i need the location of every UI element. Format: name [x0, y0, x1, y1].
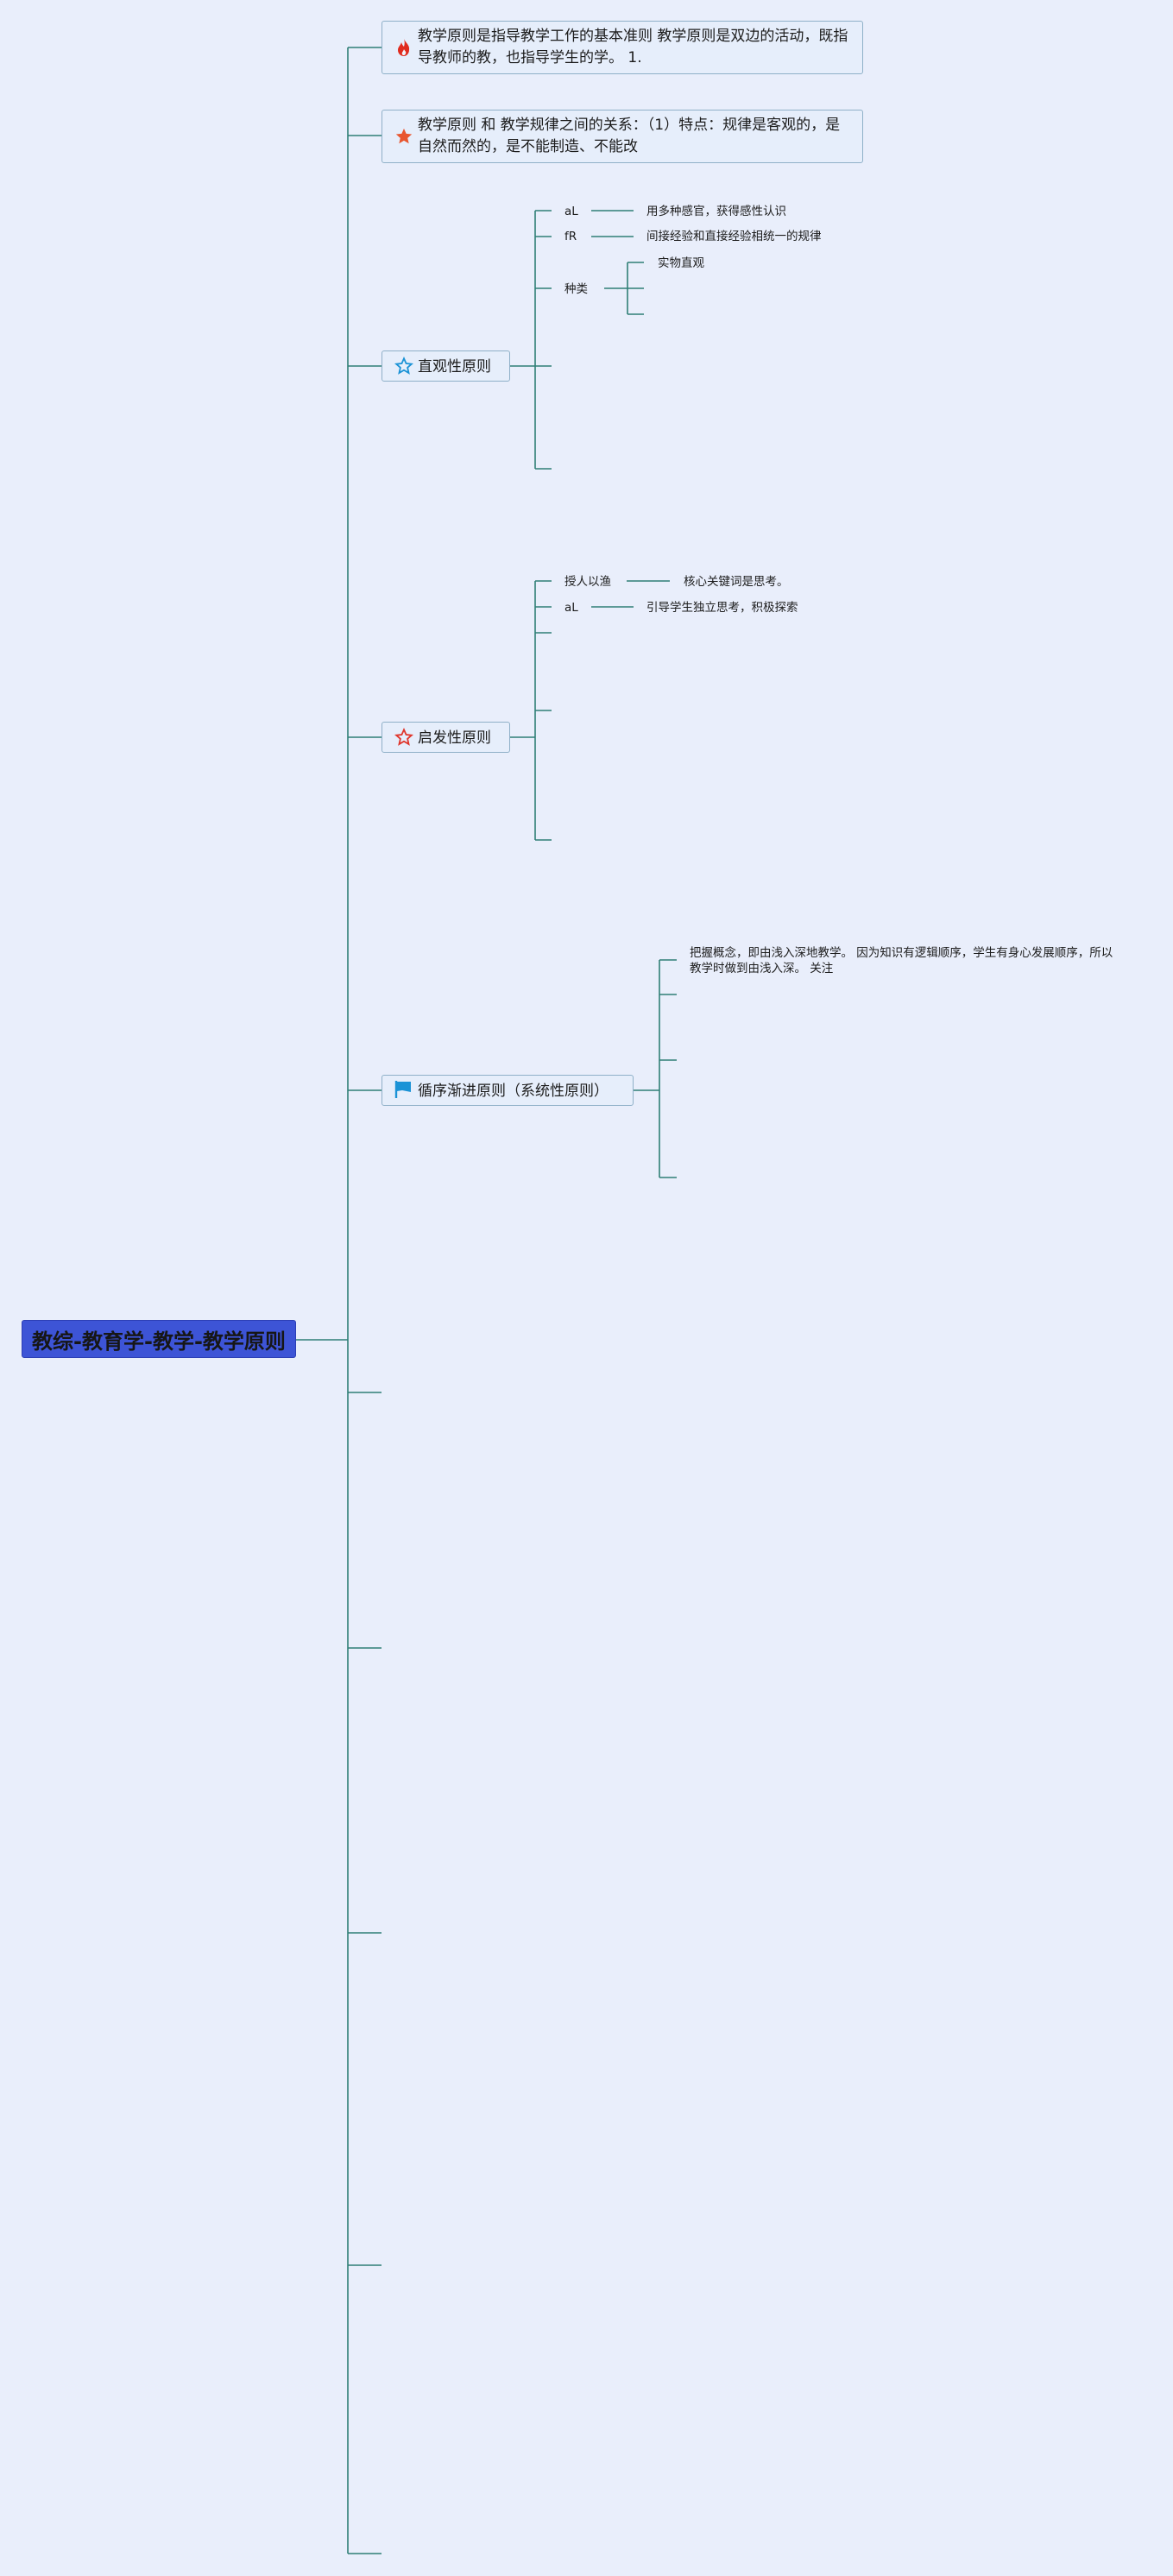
star-outline-icon — [394, 728, 413, 747]
root-topic-label: 教综-教育学-教学-教学原则 — [32, 1329, 286, 1354]
intuitive-child-1-label: aL — [564, 205, 578, 218]
star-outline-icon — [394, 357, 413, 376]
heuristic-child-1-detail: 核心关键词是思考。 — [684, 575, 789, 589]
topic-principle-definition[interactable]: 教学原则是指导教学工作的基本准则 教学原则是双边的活动，既指导教师的教，也指导学… — [382, 21, 863, 74]
topic-principle-definition-label: 教学原则是指导教学工作的基本准则 教学原则是双边的活动，既指导教师的教，也指导学… — [418, 28, 848, 66]
topic-heuristic-principle-label: 启发性原则 — [418, 729, 491, 747]
star-solid-icon — [394, 127, 413, 146]
heuristic-child-1-label: 授人以渔 — [564, 575, 611, 589]
intuitive-child-3-label: 种类 — [564, 282, 588, 296]
topic-intuitive-principle-label: 直观性原则 — [418, 358, 491, 376]
root-topic[interactable]: 教综-教育学-教学-教学原则 — [22, 1320, 296, 1358]
intuitive-child-1-detail: 用多种感官，获得感性认识 — [646, 205, 786, 218]
topic-intuitive-principle[interactable]: 直观性原则 — [382, 350, 510, 382]
topic-principle-law-relation[interactable]: 教学原则 和 教学规律之间的关系：（1）特点：规律是客观的，是自然而然的，是不能… — [382, 110, 863, 163]
heuristic-child-2-detail: 引导学生独立思考，积极探索 — [646, 601, 798, 615]
intuitive-child-2-label: fR — [564, 230, 577, 243]
topic-gradual-principle-label: 循序渐进原则（系统性原则） — [418, 1083, 609, 1100]
flag-icon — [394, 1080, 413, 1099]
heuristic-child-2-label: aL — [564, 601, 578, 615]
fire-icon — [394, 38, 413, 57]
topic-heuristic-principle[interactable]: 启发性原则 — [382, 722, 510, 753]
topic-principle-law-relation-label: 教学原则 和 教学规律之间的关系：（1）特点：规律是客观的，是自然而然的，是不能… — [418, 117, 841, 155]
intuitive-child-2-detail: 间接经验和直接经验相统一的规律 — [646, 230, 822, 243]
intuitive-sub-1: 实物直观 — [658, 256, 704, 270]
topic-gradual-principle[interactable]: 循序渐进原则（系统性原则） — [382, 1075, 634, 1106]
gradual-child-1-detail: 把握概念，即由浅入深地教学。 因为知识有逻辑顺序，学生有身心发展顺序，所以教学时… — [690, 946, 1113, 975]
